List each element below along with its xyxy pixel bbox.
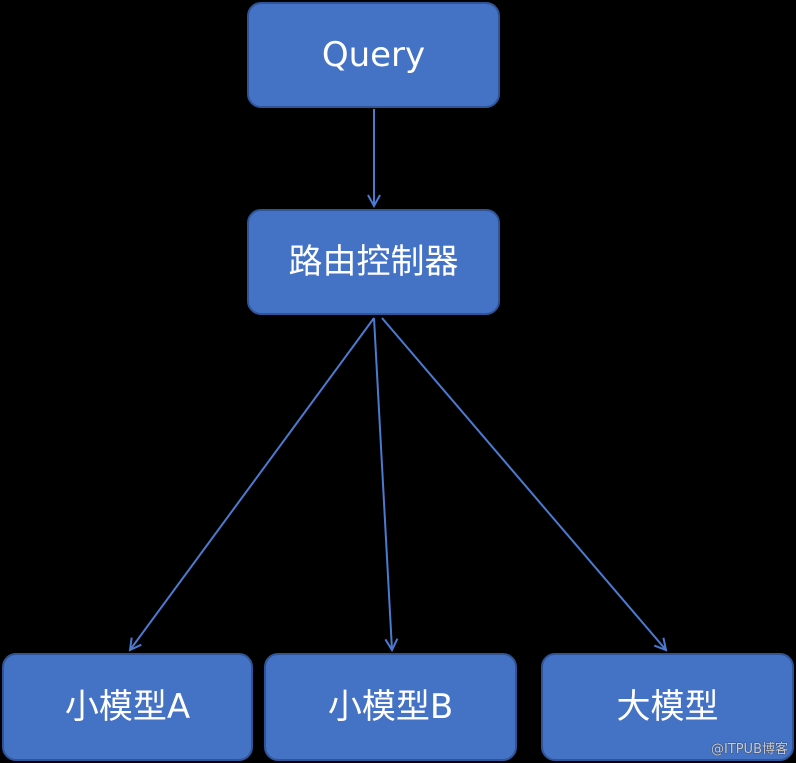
small-model-a-node-label: 小模型A	[64, 687, 191, 727]
small-model-b-node-label: 小模型B	[327, 687, 454, 727]
query-node-label: Query	[321, 35, 426, 75]
edge-router-to-large	[381, 317, 666, 650]
router-controller-node: 路由控制器	[247, 209, 500, 315]
watermark: @ITPUB博客	[710, 742, 788, 757]
edge-router-to-small-b	[373, 317, 392, 650]
edge-router-to-small-a	[130, 317, 375, 650]
small-model-a-node: 小模型A	[2, 653, 253, 761]
small-model-b-node: 小模型B	[264, 653, 517, 761]
large-model-node-label: 大模型	[616, 687, 719, 727]
query-node: Query	[247, 2, 500, 108]
large-model-node: 大模型	[541, 653, 794, 761]
router-controller-node-label: 路由控制器	[288, 242, 459, 282]
